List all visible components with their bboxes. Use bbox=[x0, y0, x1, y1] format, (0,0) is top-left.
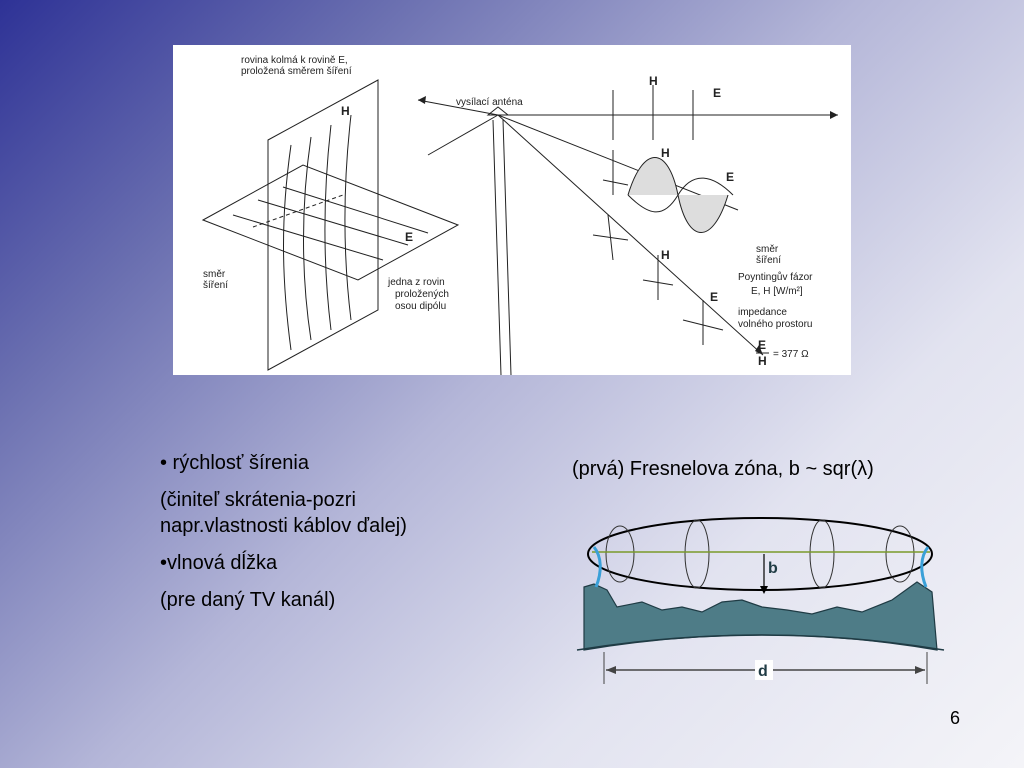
ratio-numerator: E bbox=[758, 338, 766, 352]
label-h-wave: H bbox=[661, 146, 670, 160]
dir-right-2: šíření bbox=[756, 255, 781, 266]
vertical-plane bbox=[267, 79, 379, 371]
label-e-wave: E bbox=[726, 170, 734, 184]
fresnel-title: (prvá) Fresnelova zóna, b ~ sqr(λ) bbox=[572, 458, 874, 480]
label-h-left: H bbox=[341, 104, 350, 118]
plane-caption-2: proložená směrem šíření bbox=[241, 66, 352, 77]
bullet-list: • rýchlosť šírenia (činiteľ skrátenia-po… bbox=[160, 450, 460, 624]
poynting-2: E, H [W/m²] bbox=[751, 286, 803, 297]
plane-caption-1: rovina kolmá k rovině E, bbox=[241, 55, 348, 66]
em-wave-svg: rovina kolmá k rovině E, proložená směre… bbox=[201, 55, 838, 375]
horizontal-plane bbox=[201, 164, 460, 281]
page-number: 6 bbox=[950, 708, 961, 728]
bullet-wavelength-note: (pre daný TV kanál) bbox=[160, 589, 336, 611]
bullet-speed-note: (činiteľ skrátenia-pozri napr.vlastnosti… bbox=[160, 489, 407, 537]
antenna-label: vysílací anténa bbox=[456, 97, 523, 108]
ratio-denominator: H bbox=[758, 354, 767, 368]
em-wave-diagram: rovina kolmá k rovině E, proložená směre… bbox=[173, 45, 851, 375]
bullet-speed: • rýchlosť šírenia bbox=[160, 452, 309, 474]
label-h-low: H bbox=[661, 248, 670, 262]
plane-one-3: osou dipólu bbox=[395, 301, 446, 312]
plane-one-1: jedna z rovin bbox=[387, 277, 445, 288]
terrain bbox=[583, 581, 938, 651]
dir-right-1: směr bbox=[756, 244, 779, 255]
fresnel-ellipsoid bbox=[587, 517, 933, 591]
label-h-top: H bbox=[649, 74, 658, 88]
left-antenna-icon bbox=[592, 546, 602, 588]
label-b: b bbox=[768, 560, 778, 577]
dir-left-2: šíření bbox=[203, 280, 228, 291]
right-antenna-icon bbox=[920, 546, 930, 588]
impedance-2: volného prostoru bbox=[738, 319, 813, 330]
label-e-low: E bbox=[710, 290, 718, 304]
poynting-1: Poyntingův fázor bbox=[738, 271, 813, 283]
label-d: d bbox=[758, 663, 768, 680]
fresnel-svg: b d bbox=[576, 517, 945, 684]
ratio-value: = 377 Ω bbox=[773, 349, 809, 360]
label-e-top: E bbox=[713, 86, 721, 100]
dir-left-1: směr bbox=[203, 269, 226, 280]
label-e-left: E bbox=[405, 230, 413, 244]
impedance-1: impedance bbox=[738, 307, 787, 318]
bullet-wavelength: •vlnová dĺžka bbox=[160, 552, 278, 574]
fresnel-zone-diagram: b d bbox=[572, 512, 950, 690]
plane-one-2: proložených bbox=[395, 289, 449, 300]
